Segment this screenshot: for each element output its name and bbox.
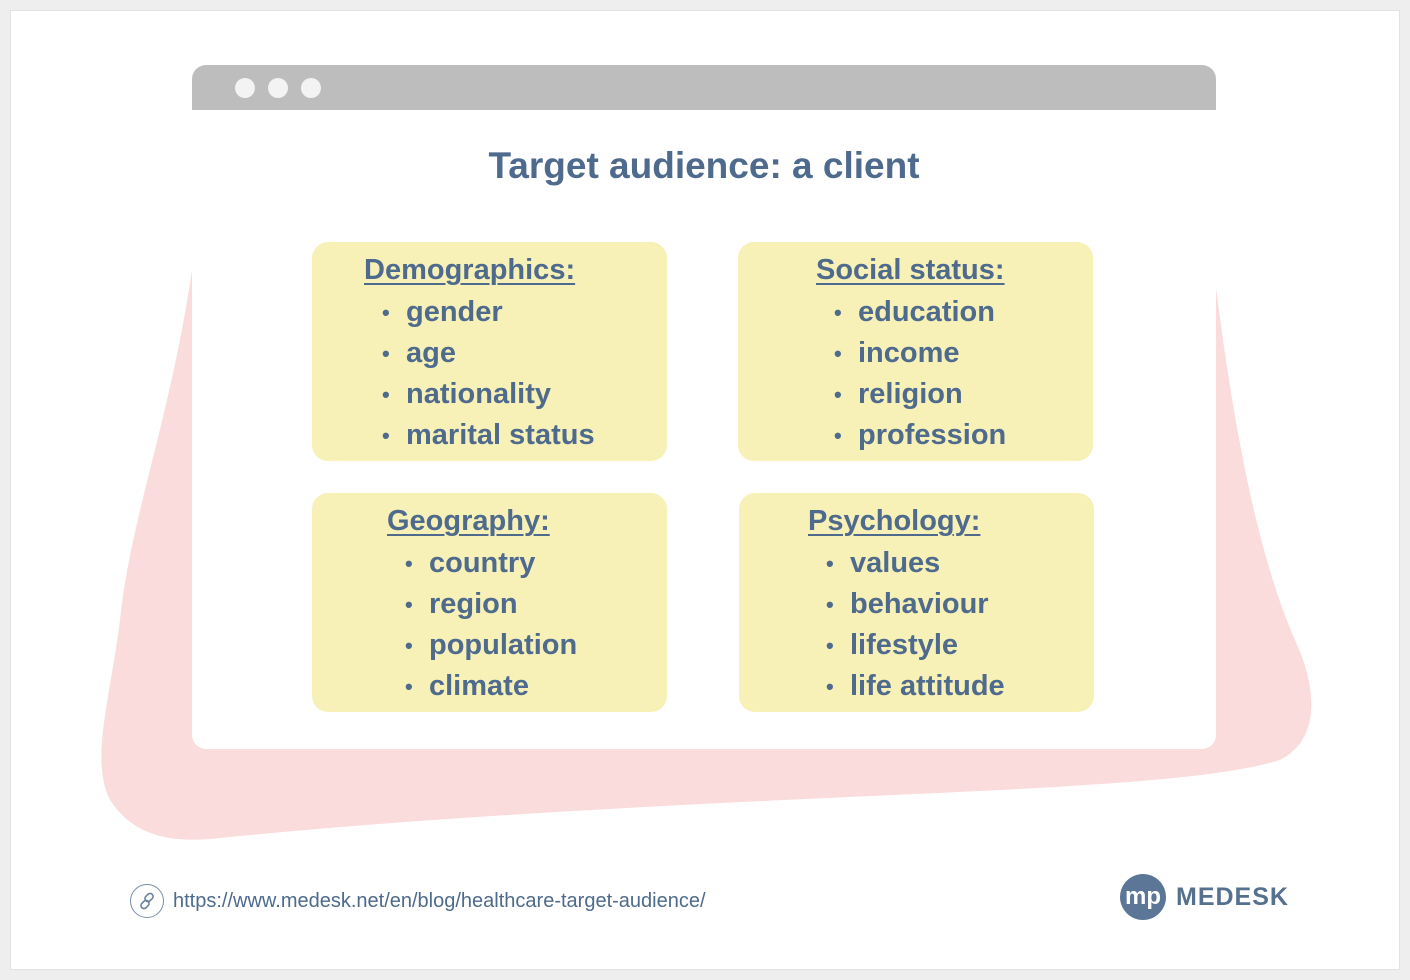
window-dot-icon [268, 78, 288, 98]
medesk-logo: mp MEDESK [1120, 874, 1289, 920]
card-demographics: Demographics: gender age nationality mar… [312, 242, 667, 461]
window-dot-icon [235, 78, 255, 98]
list-item: life attitude [826, 669, 1005, 710]
source-url[interactable]: https://www.medesk.net/en/blog/healthcar… [173, 889, 706, 912]
list-item: country [405, 546, 577, 587]
page-title: Target audience: a client [488, 145, 920, 186]
list-item: values [826, 546, 1005, 587]
list-item: income [834, 336, 1006, 377]
source-link[interactable]: https://www.medesk.net/en/blog/healthcar… [130, 884, 706, 918]
card-heading: Geography: [387, 505, 550, 537]
card-heading: Demographics: [364, 254, 576, 286]
card-heading: Social status: [816, 254, 1005, 286]
link-icon [130, 884, 164, 918]
browser-window: Target audience: a client Demographics: … [192, 65, 1216, 749]
list-item: region [405, 587, 577, 628]
list-item: nationality [382, 377, 595, 418]
list-item: population [405, 628, 577, 669]
window-dot-icon [301, 78, 321, 98]
list-item: lifestyle [826, 628, 1005, 669]
browser-title-bar [192, 65, 1216, 110]
list-item: climate [405, 669, 577, 710]
list-item: behaviour [826, 587, 1005, 628]
list-item: education [834, 295, 1006, 336]
card-psychology: Psychology: values behaviour lifestyle l… [739, 493, 1094, 712]
list-item: profession [834, 418, 1006, 459]
list-item: age [382, 336, 595, 377]
card-social-status: Social status: education income religion… [738, 242, 1093, 461]
brand-name: MEDESK [1176, 882, 1289, 911]
card-heading: Psychology: [808, 505, 981, 537]
medesk-logo-mark: mp [1120, 874, 1166, 920]
list-item: gender [382, 295, 595, 336]
card-geography: Geography: country region population cli… [312, 493, 667, 712]
list-item: marital status [382, 418, 595, 459]
list-item: religion [834, 377, 1006, 418]
